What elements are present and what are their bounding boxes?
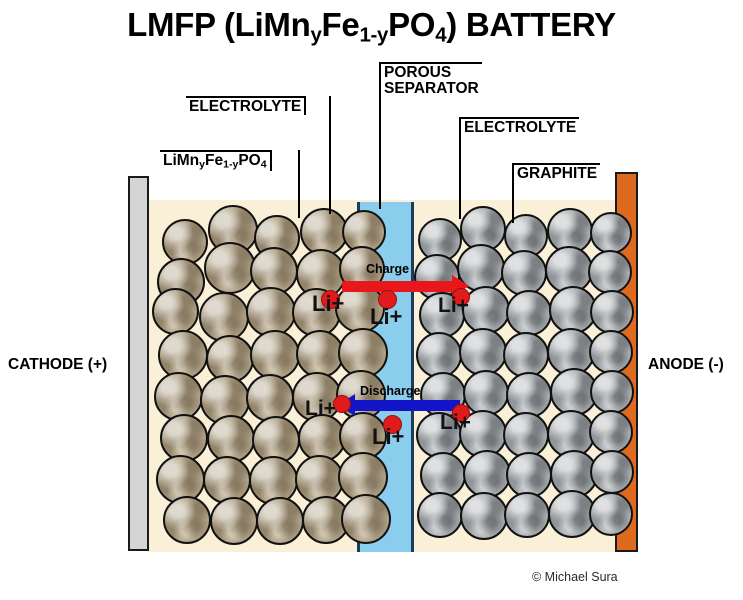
label-cathode: CATHODE (+): [8, 356, 108, 373]
ion-anode-charge-label: Li+: [438, 294, 469, 317]
cathode-particle: [210, 497, 258, 545]
charge-arrow-shaft: [342, 281, 454, 292]
anode-particle: [501, 250, 547, 296]
anode-particle: [462, 286, 510, 334]
anode-particle: [459, 328, 507, 376]
ion-separator-discharge-label: Li+: [372, 424, 405, 449]
cathode-particle: [302, 496, 350, 544]
cathode-particle: [292, 372, 342, 422]
cathode-particle: [342, 210, 386, 254]
anode-particle: [590, 290, 634, 334]
anode-particle: [416, 412, 462, 458]
ion-anode-charge-dot: [452, 288, 470, 306]
anode-particle: [416, 332, 462, 378]
anode-particle: [419, 292, 465, 338]
anode-particle: [547, 208, 593, 254]
label-electrolyte-left: ELECTROLYTE: [186, 96, 307, 116]
label-porous-separator: POROUS SEPARATOR: [379, 62, 482, 98]
charge-arrow-label: Charge: [366, 262, 410, 276]
cathode-particle: [162, 219, 208, 265]
ion-anode-discharge-dot: [452, 404, 470, 422]
cathode-particle: [252, 416, 300, 464]
cathode-particle: [250, 330, 300, 380]
porous-separator-line2: SEPARATOR: [384, 80, 479, 98]
cathode-particle: [206, 335, 254, 383]
anode-particle: [550, 368, 598, 416]
copyright-notice: © Michael Sura: [532, 570, 618, 584]
anode-particle: [548, 490, 596, 538]
anode-particle: [589, 330, 633, 374]
ion-anode-discharge-label: Li+: [440, 411, 471, 434]
leader-cathode-material: [298, 150, 300, 218]
cathode-particle: [338, 452, 388, 502]
anode-particle: [589, 410, 633, 454]
anode-particle: [504, 492, 550, 538]
anode-particle: [589, 492, 633, 536]
cathode-particle: [204, 242, 256, 294]
cathode-particle: [335, 283, 385, 333]
anode-particle: [545, 246, 593, 294]
ion-separator-discharge-dot: [383, 415, 402, 434]
leader-electrolyte-right: [459, 117, 461, 219]
anode-particle-group: [0, 200, 743, 552]
anode-particle: [547, 328, 595, 376]
cathode-particle: [152, 288, 199, 335]
ion-cathode-charge-dot: [321, 290, 340, 309]
anode-particle: [590, 450, 634, 494]
cathode-particle: [338, 328, 388, 378]
cathode-current-collector: [128, 176, 149, 551]
anode-particle: [417, 492, 463, 538]
title-text: LMFP (LiMnyFe1-yPO4) BATTERY: [127, 6, 616, 47]
cathode-material-text: LiMnyFe1-yPO4: [163, 152, 267, 171]
discharge-arrow-shaft: [355, 400, 460, 411]
label-anode: ANODE (-): [648, 356, 724, 373]
leader-electrolyte-left: [329, 96, 331, 214]
cathode-particle: [296, 330, 344, 378]
anode-particle: [503, 412, 549, 458]
ion-cathode-discharge-label: Li+: [305, 397, 336, 420]
anode-particle: [503, 332, 549, 378]
cathode-particle: [250, 247, 298, 295]
ion-separator-charge-dot: [378, 290, 397, 309]
anode-particle: [588, 250, 632, 294]
cathode-particle: [246, 287, 296, 337]
cathode-particle: [295, 455, 344, 504]
leader-porous-separator: [379, 62, 381, 209]
anode-particle: [590, 370, 634, 414]
anode-particle: [547, 410, 595, 458]
anode-particle: [549, 286, 597, 334]
ion-separator-charge-label: Li+: [370, 304, 403, 329]
anode-particle: [460, 206, 506, 252]
cathode-particle: [246, 374, 294, 422]
label-electrolyte-right: ELECTROLYTE: [459, 117, 580, 137]
cathode-particle: [256, 497, 304, 545]
discharge-arrow-label: Discharge: [360, 384, 421, 398]
page-title: LMFP (LiMnyFe1-yPO4) BATTERY: [0, 6, 743, 47]
anode-particle: [590, 212, 632, 254]
label-graphite: GRAPHITE: [512, 163, 601, 183]
cathode-particle: [292, 288, 341, 337]
cathode-particle: [341, 494, 391, 544]
anode-particle: [506, 290, 552, 336]
anode-particle: [463, 370, 509, 416]
cathode-particle: [339, 412, 387, 460]
anode-particle: [420, 452, 466, 498]
porous-separator-line1: POROUS: [384, 64, 452, 81]
label-cathode-material: LiMnyFe1-yPO4: [160, 150, 272, 171]
anode-particle: [418, 218, 462, 262]
cathode-particle: [199, 292, 249, 342]
anode-particle: [506, 372, 552, 418]
leader-graphite: [512, 163, 514, 223]
cathode-particle: [154, 372, 203, 421]
cathode-particle: [163, 496, 211, 544]
cathode-particle-group: [0, 200, 743, 552]
anode-particle: [463, 450, 511, 498]
cathode-particle: [207, 415, 255, 463]
ion-cathode-charge-label: Li+: [312, 291, 345, 316]
ion-cathode-discharge-dot: [333, 395, 351, 413]
anode-particle: [460, 492, 508, 540]
